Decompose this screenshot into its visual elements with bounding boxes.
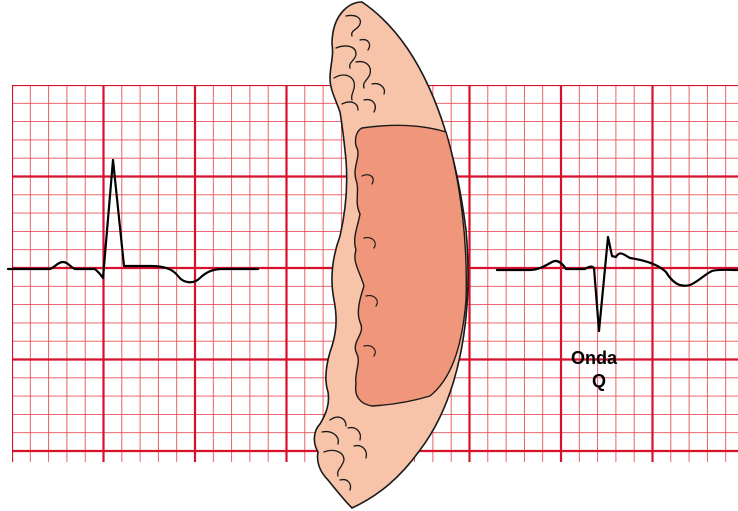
q-wave-label-line1: Onda [571, 348, 618, 368]
q-wave-label-line2: Q [592, 371, 606, 391]
ecg-trace-q-wave [497, 237, 738, 331]
heart-muscle-wall [314, 2, 468, 508]
heart-infarct-zone [355, 125, 467, 406]
ecg-trace-normal [8, 160, 258, 282]
